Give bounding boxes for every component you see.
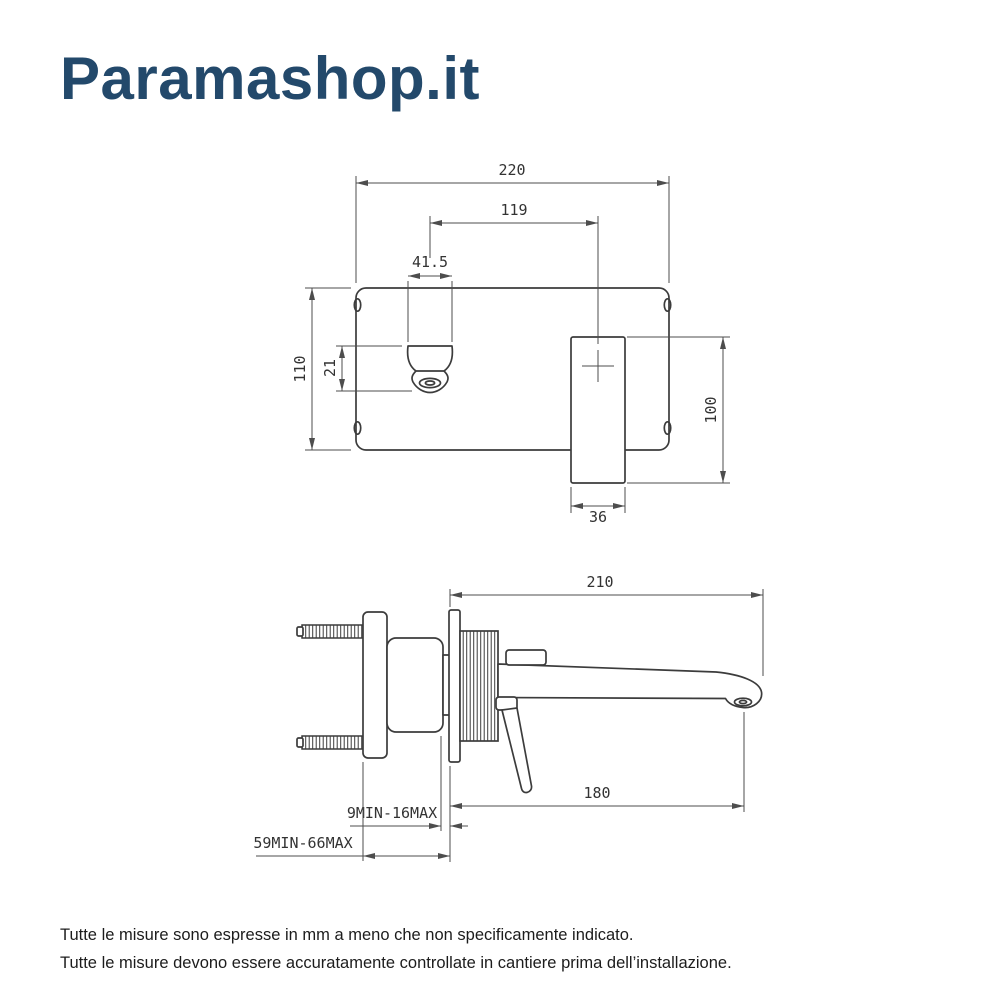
side-adjust-small-dim: 9MIN-16MAX	[347, 804, 437, 822]
mounting-screw-top	[296, 624, 364, 639]
front-spout-offset-dim: 41.5	[412, 253, 448, 271]
spout-side	[497, 663, 763, 709]
front-view-drawing	[353, 287, 672, 484]
footer-notes: Tutte le misure sono espresse in mm a me…	[60, 926, 732, 982]
front-spout-to-handle-dim: 119	[500, 201, 527, 219]
side-spout-reach-dim: 180	[583, 784, 610, 802]
aerator-front	[418, 377, 442, 389]
handle-crosshair	[582, 350, 614, 382]
footer-note-line1: Tutte le misure sono espresse in mm a me…	[60, 926, 634, 944]
valve-body	[386, 637, 444, 733]
brand-logo: Paramashop.it	[60, 45, 480, 112]
plate-screw-marks	[353, 297, 672, 436]
front-handle-width-dim: 36	[589, 508, 607, 526]
side-adjust-large-dim: 59MIN-66MAX	[253, 834, 352, 852]
footer-note-line2: Tutte le misure devono essere accuratame…	[60, 954, 732, 972]
aerator-side	[733, 697, 753, 707]
escutcheon-plate	[448, 609, 461, 763]
front-spout-height-dim: 21	[321, 359, 339, 377]
front-total-width-dim: 220	[498, 161, 525, 179]
spout-front	[406, 345, 454, 394]
front-handle-height-dim: 100	[702, 396, 720, 423]
mounting-screw-bottom	[296, 735, 364, 750]
mounting-flange	[362, 611, 388, 759]
side-view-drawing	[296, 609, 763, 794]
threaded-sleeve	[459, 630, 499, 742]
cartridge-cap	[505, 649, 547, 666]
front-dimensions: 220 119 41.5 110 21 100 36	[291, 161, 730, 526]
front-plate-height-dim: 110	[291, 355, 309, 382]
side-dimensions: 210 180 9MIN-16MAX 59MIN-66MAX	[253, 573, 764, 862]
handle-lever-side	[501, 707, 533, 794]
side-total-reach-dim: 210	[586, 573, 613, 591]
